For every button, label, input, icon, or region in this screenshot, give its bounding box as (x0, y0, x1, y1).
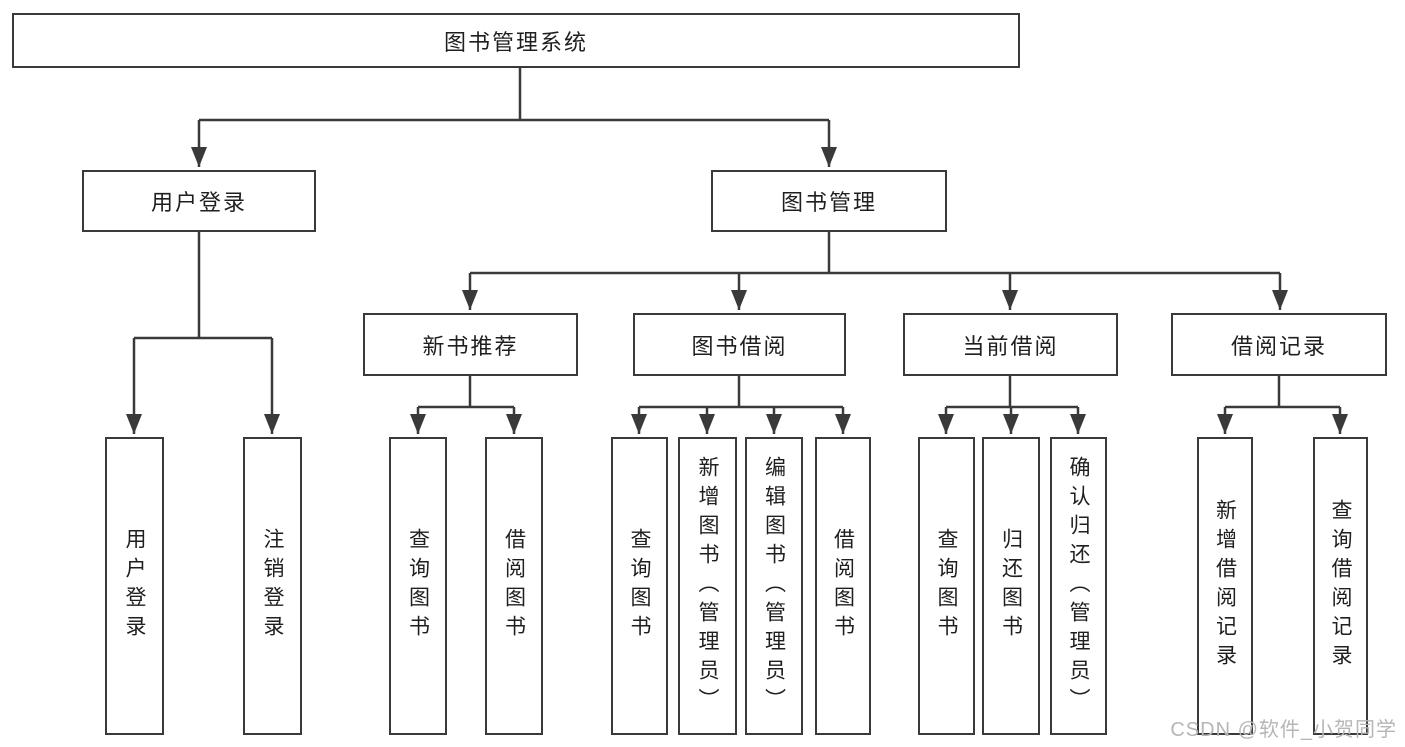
leaf-label: 借阅图书 (502, 528, 526, 644)
leaf-cb-query-books: 查询图书 (918, 437, 975, 735)
leaf-label: 确认归还（管理员） (1067, 455, 1090, 717)
leaf-label: 查询图书 (406, 528, 430, 644)
leaf-bb-edit-books-admin: 编辑图书（管理员） (745, 437, 803, 735)
leaf-label: 注销登录 (261, 528, 284, 644)
leaf-user-login: 用户登录 (105, 437, 164, 735)
node-label: 图书管理 (780, 190, 877, 215)
node-book-borrowing: 图书借阅 (633, 313, 846, 376)
node-label: 当前借阅 (962, 333, 1059, 359)
node-current-borrowing: 当前借阅 (903, 313, 1118, 376)
leaf-nb-borrow-books: 借阅图书 (485, 437, 543, 735)
node-library-management-system: 图书管理系统 (12, 13, 1020, 68)
leaf-nb-query-books: 查询图书 (389, 437, 447, 735)
node-label: 用户登录 (150, 190, 247, 215)
leaf-bb-add-books-admin: 新增图书（管理员） (678, 437, 737, 735)
leaf-br-query-record: 查询借阅记录 (1313, 437, 1368, 735)
leaf-br-add-record: 新增借阅记录 (1197, 437, 1253, 735)
leaf-cb-confirm-return-admin: 确认归还（管理员） (1050, 437, 1107, 735)
node-user-login: 用户登录 (82, 170, 316, 232)
node-book-management: 图书管理 (711, 170, 947, 232)
leaf-label: 查询借阅记录 (1329, 499, 1352, 673)
node-label: 借阅记录 (1230, 333, 1327, 359)
leaf-label: 归还图书 (999, 528, 1023, 644)
leaf-label: 新增图书（管理员） (696, 455, 719, 717)
leaf-label: 用户登录 (123, 528, 146, 644)
node-label: 图书借阅 (691, 333, 788, 359)
leaf-label: 借阅图书 (831, 528, 855, 644)
node-label: 新书推荐 (422, 333, 519, 359)
leaf-label: 查询图书 (628, 528, 651, 644)
node-borrowing-records: 借阅记录 (1171, 313, 1387, 376)
leaf-label: 新增借阅记录 (1213, 499, 1237, 673)
leaf-cb-return-books: 归还图书 (982, 437, 1040, 735)
leaf-bb-query-books: 查询图书 (611, 437, 668, 735)
leaf-label: 查询图书 (935, 528, 958, 644)
watermark: CSDN @软件_小贺同学 (1170, 719, 1397, 741)
node-label: 图书管理系统 (443, 29, 588, 55)
node-new-book-recommendation: 新书推荐 (363, 313, 578, 376)
leaf-bb-borrow-books: 借阅图书 (815, 437, 871, 735)
leaf-logout: 注销登录 (243, 437, 302, 735)
leaf-label: 编辑图书（管理员） (762, 455, 786, 717)
